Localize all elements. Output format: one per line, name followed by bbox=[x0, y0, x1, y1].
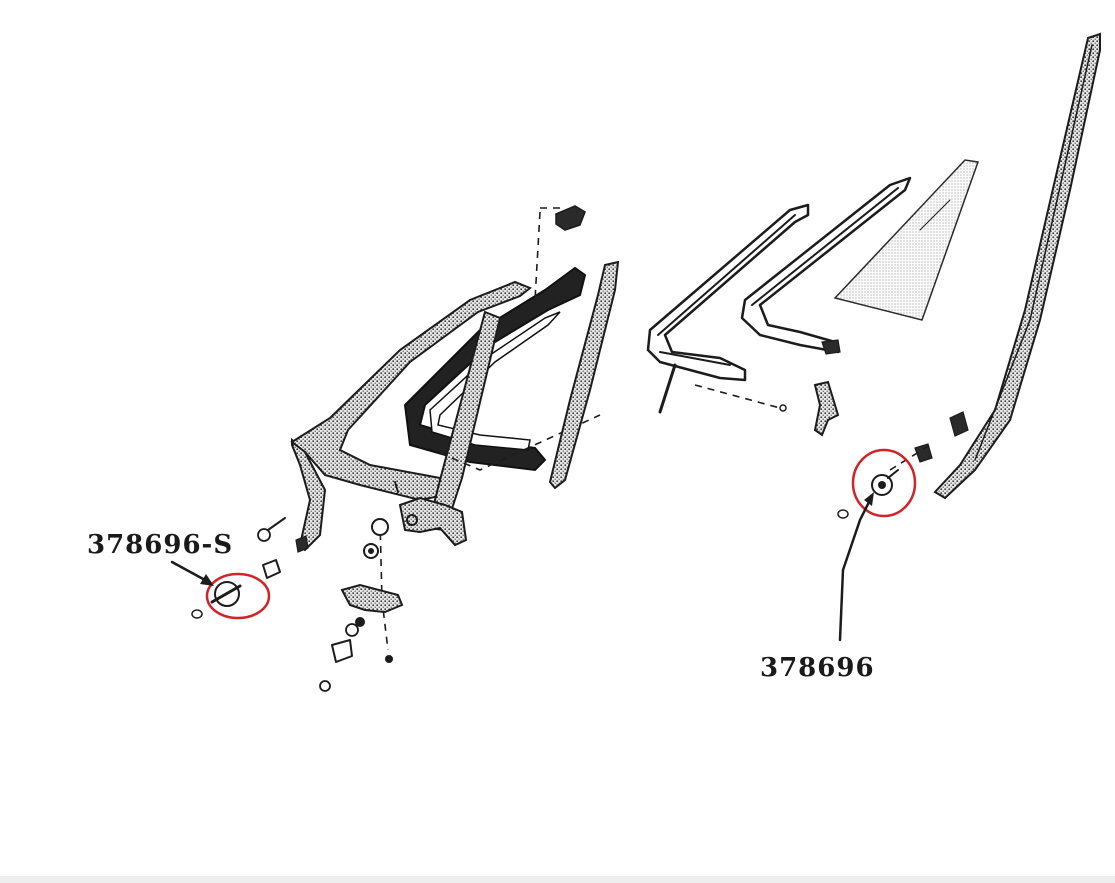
right-leader-line bbox=[838, 498, 872, 642]
vent-outer-frame-inner-edge bbox=[657, 214, 796, 366]
right-bushing bbox=[914, 443, 933, 463]
guide-line-right bbox=[694, 384, 781, 409]
callout-label-left: 378696-S bbox=[87, 530, 233, 560]
right-guide-line bbox=[889, 444, 931, 471]
right-small-nut bbox=[837, 509, 849, 519]
screw-shank bbox=[267, 517, 286, 531]
washer-mid-hole bbox=[368, 548, 374, 554]
vent-weatherstrip-inner bbox=[429, 311, 561, 451]
spring-washer bbox=[345, 623, 359, 637]
vent-frame-assembly bbox=[290, 266, 587, 552]
frame-stud bbox=[394, 481, 399, 493]
right-pivot-stem bbox=[887, 469, 899, 479]
right-pivot-center bbox=[878, 481, 886, 489]
weatherstrip-edge bbox=[974, 44, 1093, 461]
right-callout-part bbox=[837, 448, 917, 642]
left-highlight-circle bbox=[205, 572, 271, 620]
spacer bbox=[262, 559, 281, 579]
vent-inner-frame-edge bbox=[751, 187, 899, 306]
vent-glass bbox=[833, 159, 980, 321]
bottom-border-band bbox=[0, 876, 1115, 883]
glass-shading bbox=[919, 199, 951, 231]
top-clip bbox=[555, 205, 586, 231]
vent-weatherstrip bbox=[403, 266, 587, 472]
lower-bracket bbox=[340, 583, 404, 614]
bottom-screw bbox=[385, 655, 393, 663]
frame-clip bbox=[821, 339, 841, 355]
small-screw bbox=[779, 404, 787, 412]
hinge-bracket bbox=[813, 380, 840, 437]
right-leader-arrowhead bbox=[864, 492, 874, 506]
left-leader-arrowhead bbox=[200, 574, 214, 586]
right-highlight-circle bbox=[851, 448, 917, 518]
left-pivot-stem bbox=[210, 584, 242, 604]
callout-label-right: 378696 bbox=[760, 653, 875, 683]
left-hardware-stack bbox=[257, 517, 404, 692]
rear-run-channel bbox=[548, 260, 620, 490]
bottom-nut bbox=[319, 680, 331, 692]
pivot-bracket bbox=[398, 496, 468, 547]
vent-inner-frame bbox=[740, 176, 912, 354]
bushing bbox=[295, 535, 309, 553]
vent-frame-rod bbox=[658, 363, 677, 414]
pivot-hole bbox=[406, 514, 418, 526]
lower-nut bbox=[331, 639, 353, 663]
left-small-nut bbox=[191, 609, 203, 619]
vent-outer-frame bbox=[646, 203, 810, 382]
weatherstrip-clip bbox=[949, 411, 969, 437]
screw-head bbox=[257, 528, 271, 542]
left-callout-part bbox=[170, 560, 271, 620]
vent-frame-main-channel bbox=[290, 280, 532, 502]
left-leader-line bbox=[170, 560, 207, 582]
vent-glass-frame-set bbox=[646, 159, 980, 437]
spring-coil bbox=[355, 617, 365, 627]
washer-top bbox=[371, 518, 389, 536]
